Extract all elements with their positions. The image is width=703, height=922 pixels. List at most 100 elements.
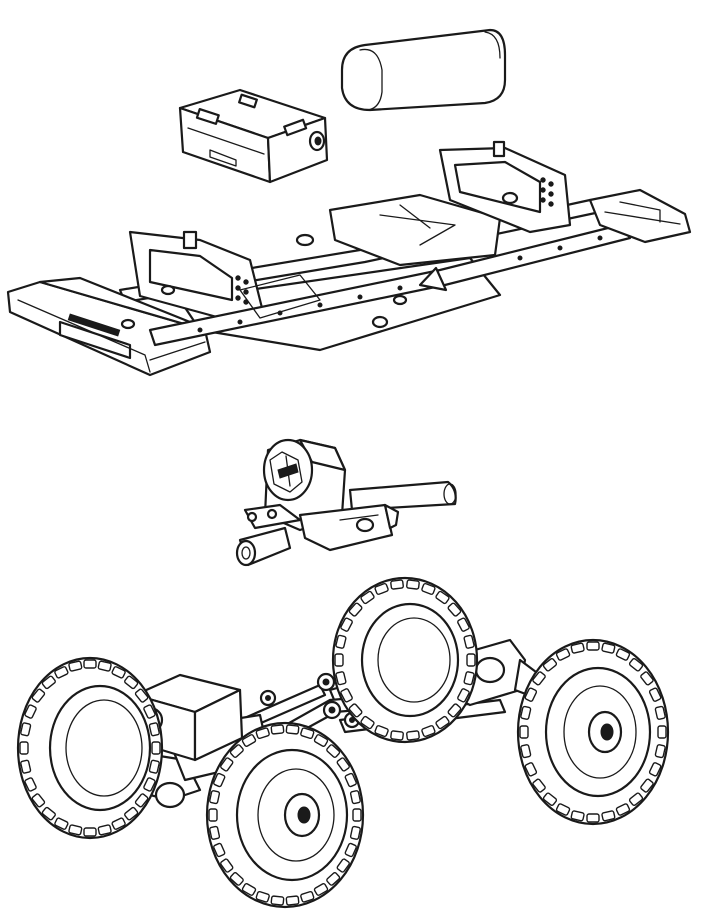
chassis-frame — [6, 140, 692, 377]
tread-block — [255, 890, 270, 903]
tread-block — [68, 824, 83, 836]
tread-block — [220, 858, 234, 873]
tread-block — [466, 653, 476, 667]
tread-block — [555, 648, 571, 661]
tread-block — [570, 642, 585, 654]
tread-block — [111, 666, 126, 679]
tread-block — [542, 792, 558, 806]
tread-block — [148, 759, 160, 774]
tread-block — [336, 858, 350, 873]
tread-block — [435, 590, 450, 605]
tread-block — [124, 675, 139, 690]
tread-block — [640, 778, 654, 793]
tread-block — [570, 810, 585, 822]
tread-block — [335, 634, 347, 649]
tread-block — [285, 895, 300, 906]
tread-block — [335, 671, 347, 686]
tread-block — [360, 590, 375, 605]
tread-block — [134, 793, 149, 808]
tread-block — [340, 688, 353, 703]
tread-block — [41, 806, 56, 821]
tread-block — [601, 810, 616, 822]
tread-block — [111, 817, 126, 830]
tread-block — [97, 824, 112, 836]
tread-block — [209, 825, 221, 840]
tread-block — [349, 825, 361, 840]
tread-block — [270, 895, 285, 906]
tread-block — [340, 617, 353, 632]
tread-block — [31, 688, 46, 703]
tread-block — [54, 666, 69, 679]
tread-block — [648, 762, 662, 777]
tread-block — [24, 777, 37, 792]
tread-block — [555, 803, 571, 816]
tread-block — [463, 634, 475, 649]
tread-block — [143, 777, 156, 792]
wheel-front-near — [205, 721, 365, 909]
tread-block — [406, 730, 420, 741]
receiver-box — [178, 88, 329, 184]
tread-block — [19, 741, 29, 755]
tread-block — [648, 687, 662, 702]
tread-block — [285, 724, 300, 735]
tread-block — [390, 730, 404, 741]
tread-block — [68, 660, 83, 672]
wheel-rear-far — [331, 576, 479, 744]
tread-block — [300, 727, 315, 740]
tread-block — [209, 790, 221, 805]
tread-block — [124, 806, 139, 821]
tread-block — [208, 808, 218, 822]
tread-block — [601, 642, 616, 654]
tread-block — [344, 772, 357, 788]
tread-block — [457, 688, 470, 703]
tread-block — [20, 722, 32, 737]
tread-block — [586, 813, 600, 823]
tread-block — [334, 653, 344, 667]
tread-block — [313, 883, 329, 896]
tread-block — [654, 705, 666, 720]
tread-block — [524, 687, 538, 702]
wheel-front-far — [16, 656, 164, 840]
tread-block — [83, 827, 97, 837]
tread-block — [640, 671, 654, 686]
tread-block — [97, 660, 112, 672]
tread-block — [313, 734, 329, 747]
tread-block — [628, 658, 644, 672]
tread-block — [229, 872, 244, 886]
tread-block — [447, 703, 462, 718]
tread-block — [20, 759, 32, 774]
tread-block — [241, 883, 257, 896]
tread-block — [374, 582, 389, 595]
tread-block — [463, 671, 475, 686]
tread-block — [348, 703, 363, 718]
tread-block — [255, 727, 270, 740]
tread-block — [229, 744, 244, 758]
tread-block — [524, 762, 538, 777]
tread-block — [615, 803, 631, 816]
tread-block — [148, 722, 160, 737]
tread-block — [300, 890, 315, 903]
tread-block — [628, 792, 644, 806]
tread-block — [213, 772, 226, 788]
tread-block — [447, 602, 462, 617]
tread-block — [213, 842, 226, 858]
tread-block — [270, 724, 285, 735]
tread-block — [151, 741, 161, 755]
tread-block — [326, 872, 341, 886]
tread-block — [421, 582, 436, 595]
tread-block — [406, 579, 420, 590]
battery-pack — [340, 28, 507, 112]
tread-block — [83, 659, 97, 669]
wheel-rear-near — [516, 638, 670, 826]
tread-block — [143, 704, 156, 719]
tread-block — [457, 617, 470, 632]
transmission — [235, 438, 457, 567]
tread-block — [336, 757, 350, 772]
tread-block — [31, 793, 46, 808]
tread-block — [542, 658, 558, 672]
tread-block — [360, 715, 375, 730]
tread-block — [241, 734, 257, 747]
tread-block — [532, 778, 546, 793]
